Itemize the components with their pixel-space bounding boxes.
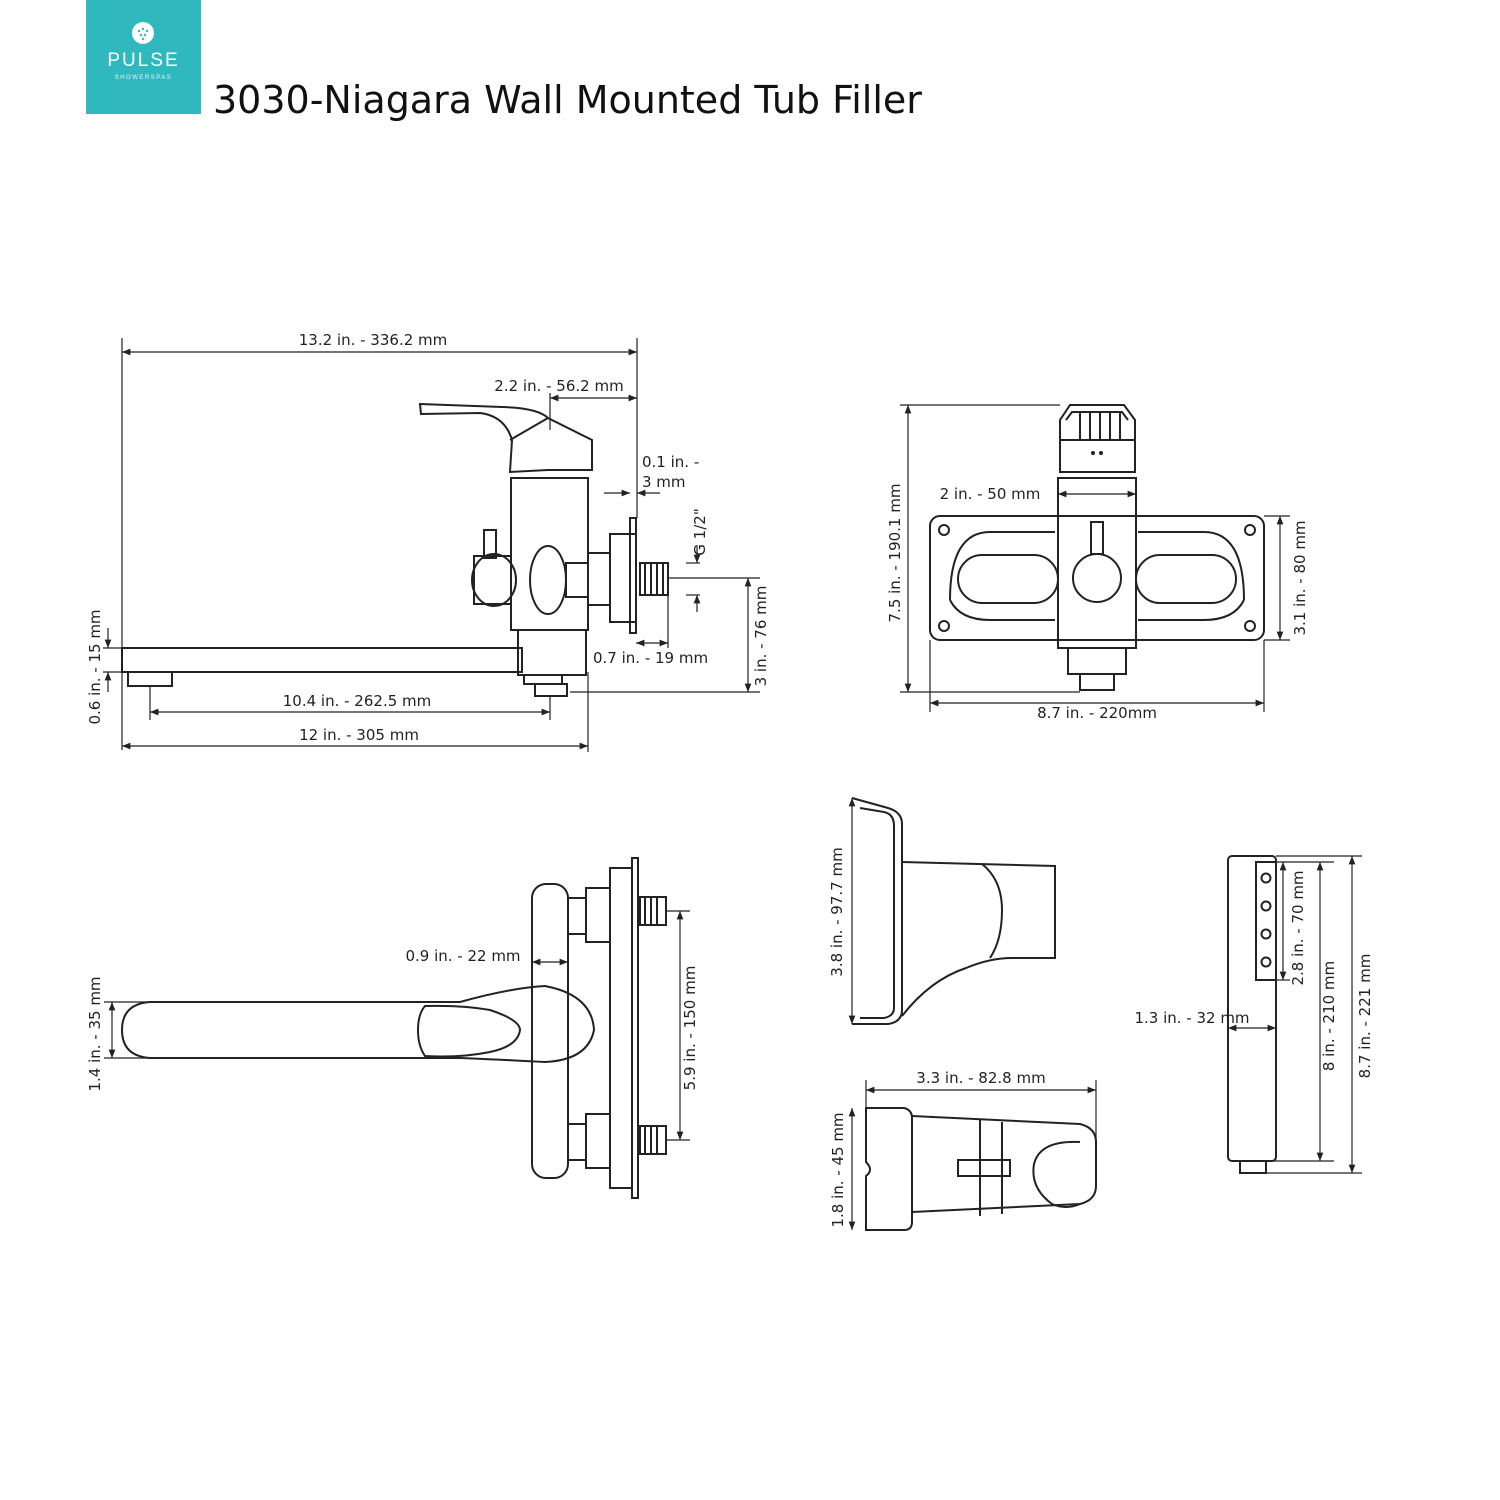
dim-spout-reach: 10.4 in. - 262.5 mm <box>283 692 432 710</box>
front-view <box>929 404 1265 691</box>
dim-holder-top-height: 1.8 in. - 45 mm <box>829 1112 847 1227</box>
dim-handle-offset: 2.2 in. - 56.2 mm <box>494 377 623 395</box>
dim-centers: 5.9 in. - 150 mm <box>681 966 699 1091</box>
brand-name: PULSE <box>107 50 180 71</box>
holder-side-view <box>851 797 1056 1025</box>
handshower-dimensions <box>1228 855 1362 1174</box>
side-view <box>121 402 669 697</box>
holder-top-dimensions <box>848 1080 1097 1230</box>
holder-top-view <box>865 1107 1097 1231</box>
dim-plate-height: 3.1 in. - 80 mm <box>1291 520 1309 635</box>
top-view-dimensions <box>104 910 690 1141</box>
dim-plate-width: 8.7 in. - 220mm <box>1037 704 1157 722</box>
front-view-dimensions <box>900 404 1290 712</box>
dim-height-from-spout: 3 in. - 76 mm <box>752 586 770 687</box>
shower-head-icon <box>132 22 154 44</box>
dim-front-diameter: 2 in. - 50 mm <box>940 485 1041 503</box>
page-title: 3030-Niagara Wall Mounted Tub Filler <box>213 78 922 122</box>
dim-handshower-length: 8 in. - 210 mm <box>1320 961 1338 1071</box>
side-view-dimensions <box>103 338 760 752</box>
dim-wall-gap: 0.9 in. - 22 mm <box>405 947 520 965</box>
dim-handshower-diameter: 1.3 in. - 32 mm <box>1134 1009 1249 1027</box>
dim-overall-width: 13.2 in. - 336.2 mm <box>299 331 448 349</box>
dim-connector-depth: 0.7 in. - 19 mm <box>593 649 708 667</box>
front-view-indicator-dot <box>1099 451 1103 455</box>
dim-face-length: 2.8 in. - 70 mm <box>1289 870 1307 985</box>
dim-front-height: 7.5 in. - 190.1 mm <box>886 484 904 623</box>
dim-flange-gap-line2: 3 mm <box>642 473 686 491</box>
handshower-view <box>1227 855 1277 1174</box>
dim-holder-depth: 3.3 in. - 82.8 mm <box>916 1069 1045 1087</box>
brand-logo: PULSE SHOWERSPAS <box>86 0 201 114</box>
dim-spout-width: 1.4 in. - 35 mm <box>86 976 104 1091</box>
top-view <box>120 857 667 1199</box>
dim-flange-gap-line1: 0.1 in. - <box>642 453 699 471</box>
brand-tagline: SHOWERSPAS <box>114 75 173 81</box>
dim-thread: G 1/2" <box>691 508 709 555</box>
dim-spout-thickness: 0.6 in. - 15 mm <box>86 609 104 724</box>
dim-holder-height: 3.8 in. - 97.7 mm <box>828 847 846 976</box>
front-view-indicator-dot <box>1091 451 1095 455</box>
dim-spout-length: 12 in. - 305 mm <box>299 726 419 744</box>
dim-handshower-overall: 8.7 in. - 221 mm <box>1356 954 1374 1079</box>
